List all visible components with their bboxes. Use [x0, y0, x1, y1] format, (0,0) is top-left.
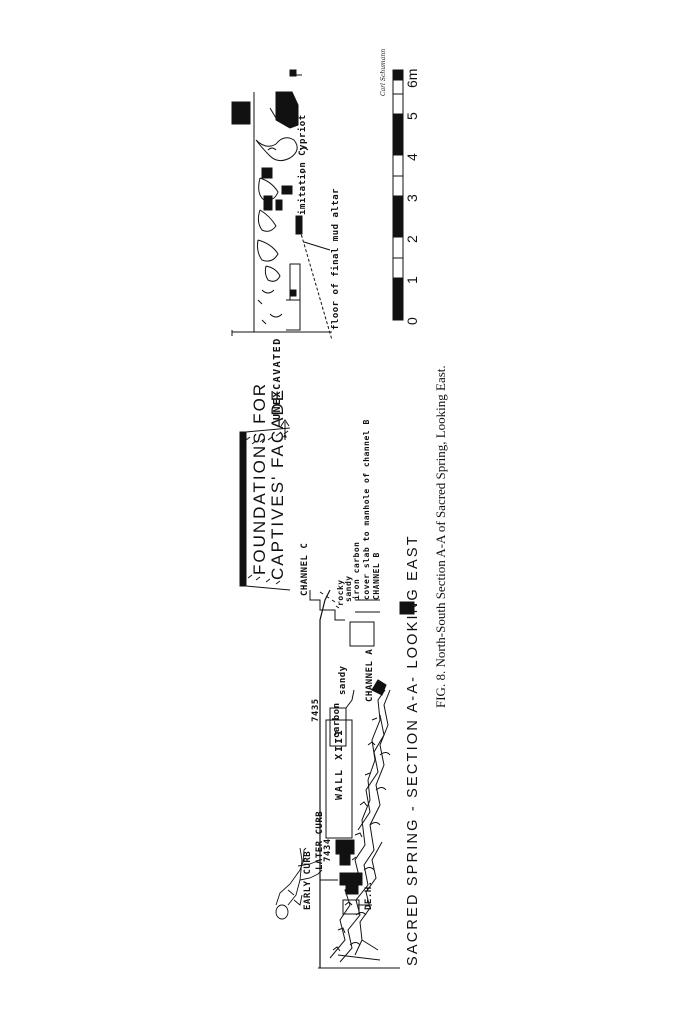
- ground-line: [319, 589, 331, 968]
- label-sandy: sandy: [338, 665, 348, 695]
- label-early-curb: EARLY CURB: [303, 850, 313, 910]
- scale-tick-2: 2: [404, 235, 420, 243]
- scale-tick-6m: 6m: [404, 68, 420, 88]
- figure-caption: FIG. 8. North-South Section A-A of Sacre…: [433, 365, 448, 708]
- label-floor-final-mud-altar: floor of final mud altar: [331, 187, 341, 330]
- label-level-7435: 7435: [311, 698, 321, 722]
- scale-tick-4: 4: [404, 153, 420, 161]
- label-imitation-cypriot: imitation Cypriot: [298, 114, 308, 215]
- scale-tick-1: 1: [404, 276, 420, 284]
- signature: Carl Schumann: [380, 48, 387, 96]
- label-foundations-line1: FOUNDATIONS FOR: [250, 381, 269, 575]
- label-de-h: DE.H.: [364, 880, 374, 910]
- label-level-7434: 7434: [323, 838, 333, 862]
- figure-title: SACRED SPRING - SECTION A-A- LOOKING EAS…: [405, 534, 421, 966]
- human-figure: [275, 847, 323, 920]
- foundations-wall: [239, 431, 247, 587]
- label-wall-xiii: WALL XIII: [334, 727, 345, 800]
- label-cover-slab: cover slab to manhole of channel B: [362, 419, 371, 600]
- strata: [329, 689, 386, 959]
- label-channel-a: CHANNEL A: [365, 648, 375, 702]
- scale-tick-5: 5: [404, 112, 420, 120]
- label-channel-c: CHANNEL C: [300, 542, 310, 596]
- channel-a: [349, 621, 375, 647]
- scale-bar: [392, 69, 404, 321]
- channel-b: [399, 601, 415, 615]
- scale-tick-3: 3: [404, 194, 420, 202]
- label-iron-carbon: iron carbon: [352, 541, 361, 600]
- label-unexcavated: UNEXCAVATED: [272, 337, 283, 420]
- label-carbon: carbon: [332, 702, 342, 738]
- scale-tick-0: 0: [404, 317, 420, 325]
- label-channel-b: CHANNEL B: [372, 552, 381, 600]
